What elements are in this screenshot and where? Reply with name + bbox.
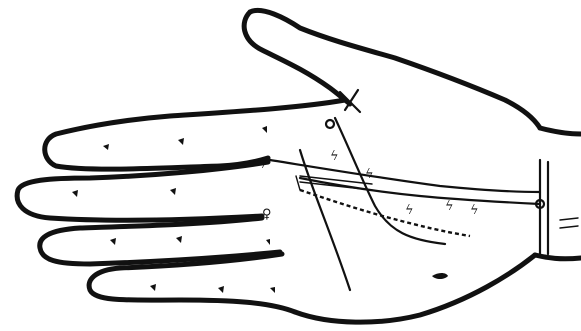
joint-mark bbox=[432, 273, 448, 279]
glyph-mark: ϟ bbox=[470, 203, 479, 218]
heart-line bbox=[270, 160, 540, 192]
joint-mark bbox=[176, 236, 182, 243]
joint-mark bbox=[178, 138, 184, 145]
joint-mark bbox=[270, 287, 275, 293]
joint-mark bbox=[110, 238, 116, 245]
joint-mark bbox=[170, 188, 176, 195]
glyph-mark: ϟ bbox=[330, 149, 339, 164]
glyph-mark: ♀ bbox=[262, 207, 272, 222]
wrist-top bbox=[540, 128, 581, 134]
joint-mark bbox=[103, 144, 109, 150]
index-finger bbox=[45, 100, 345, 169]
glyph-mark: ϟ bbox=[365, 167, 374, 182]
life-line bbox=[335, 118, 445, 244]
joint-mark bbox=[218, 286, 224, 293]
thumb-outline bbox=[250, 10, 540, 128]
joint-mark bbox=[262, 126, 267, 133]
wrist-hatch bbox=[560, 218, 578, 228]
joint-mark bbox=[150, 284, 156, 291]
glyph-mark: ϟ bbox=[405, 203, 414, 218]
hand-outline bbox=[17, 10, 581, 322]
glyph-mark: ϟ bbox=[258, 157, 267, 172]
glyph-mark: ϟ bbox=[445, 199, 454, 214]
wrist-bottom bbox=[535, 255, 581, 259]
joint-mark bbox=[266, 239, 270, 245]
joint-mark bbox=[72, 190, 78, 197]
ring-marker bbox=[326, 120, 334, 128]
palm-bottom bbox=[295, 255, 535, 322]
